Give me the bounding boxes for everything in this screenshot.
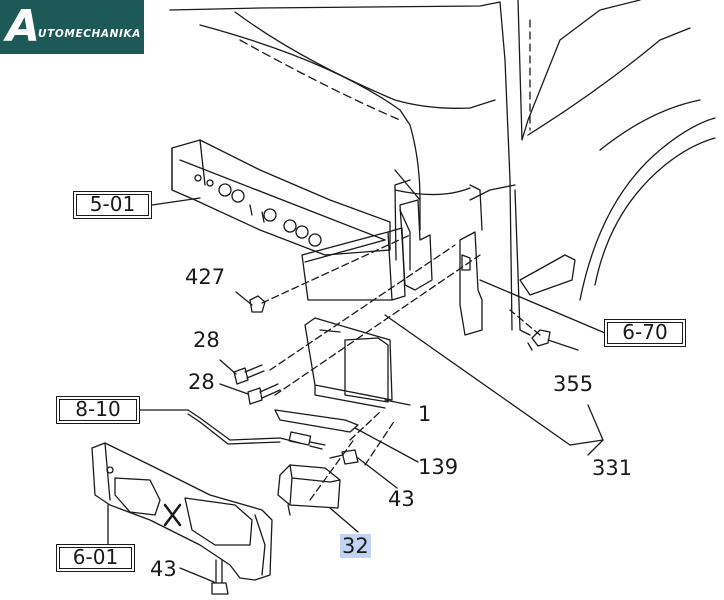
logo-initial: A xyxy=(6,1,41,52)
bumper-grille xyxy=(91,442,273,581)
part-number-43: 43 xyxy=(388,487,415,511)
part-number-32: 32 xyxy=(340,534,371,558)
ref-label-8-10: 8-10 xyxy=(56,396,140,424)
side-bracket xyxy=(394,179,483,336)
part-number-139: 139 xyxy=(418,455,459,479)
leader-lines xyxy=(107,197,606,583)
part-number-427: 427 xyxy=(185,265,226,289)
part-number-43-bottom: 43 xyxy=(150,557,177,581)
part-number-28: 28 xyxy=(193,328,220,352)
part-number-1: 1 xyxy=(418,402,432,426)
part-number-355: 355 xyxy=(553,372,594,396)
plate-139 xyxy=(274,409,359,433)
part-number-28-second: 28 xyxy=(188,370,215,394)
ref-label-6-01: 6-01 xyxy=(56,544,135,572)
logo-text: UTOMECHANIKA xyxy=(38,28,142,40)
cross-member xyxy=(171,139,391,256)
lamp-1 xyxy=(304,317,393,409)
cab-body xyxy=(169,0,716,336)
ref-label-5-01: 5-01 xyxy=(73,191,152,219)
part-number-331: 331 xyxy=(592,456,633,480)
highlighted-part-32: 32 xyxy=(340,534,371,558)
ref-label-6-70: 6-70 xyxy=(604,319,686,347)
bolts xyxy=(211,295,551,595)
fog-lamp-32 xyxy=(277,464,341,516)
dashed-lines xyxy=(261,234,541,501)
automechanika-logo: A UTOMECHANIKA xyxy=(0,0,144,54)
wiring-harness xyxy=(187,409,326,450)
